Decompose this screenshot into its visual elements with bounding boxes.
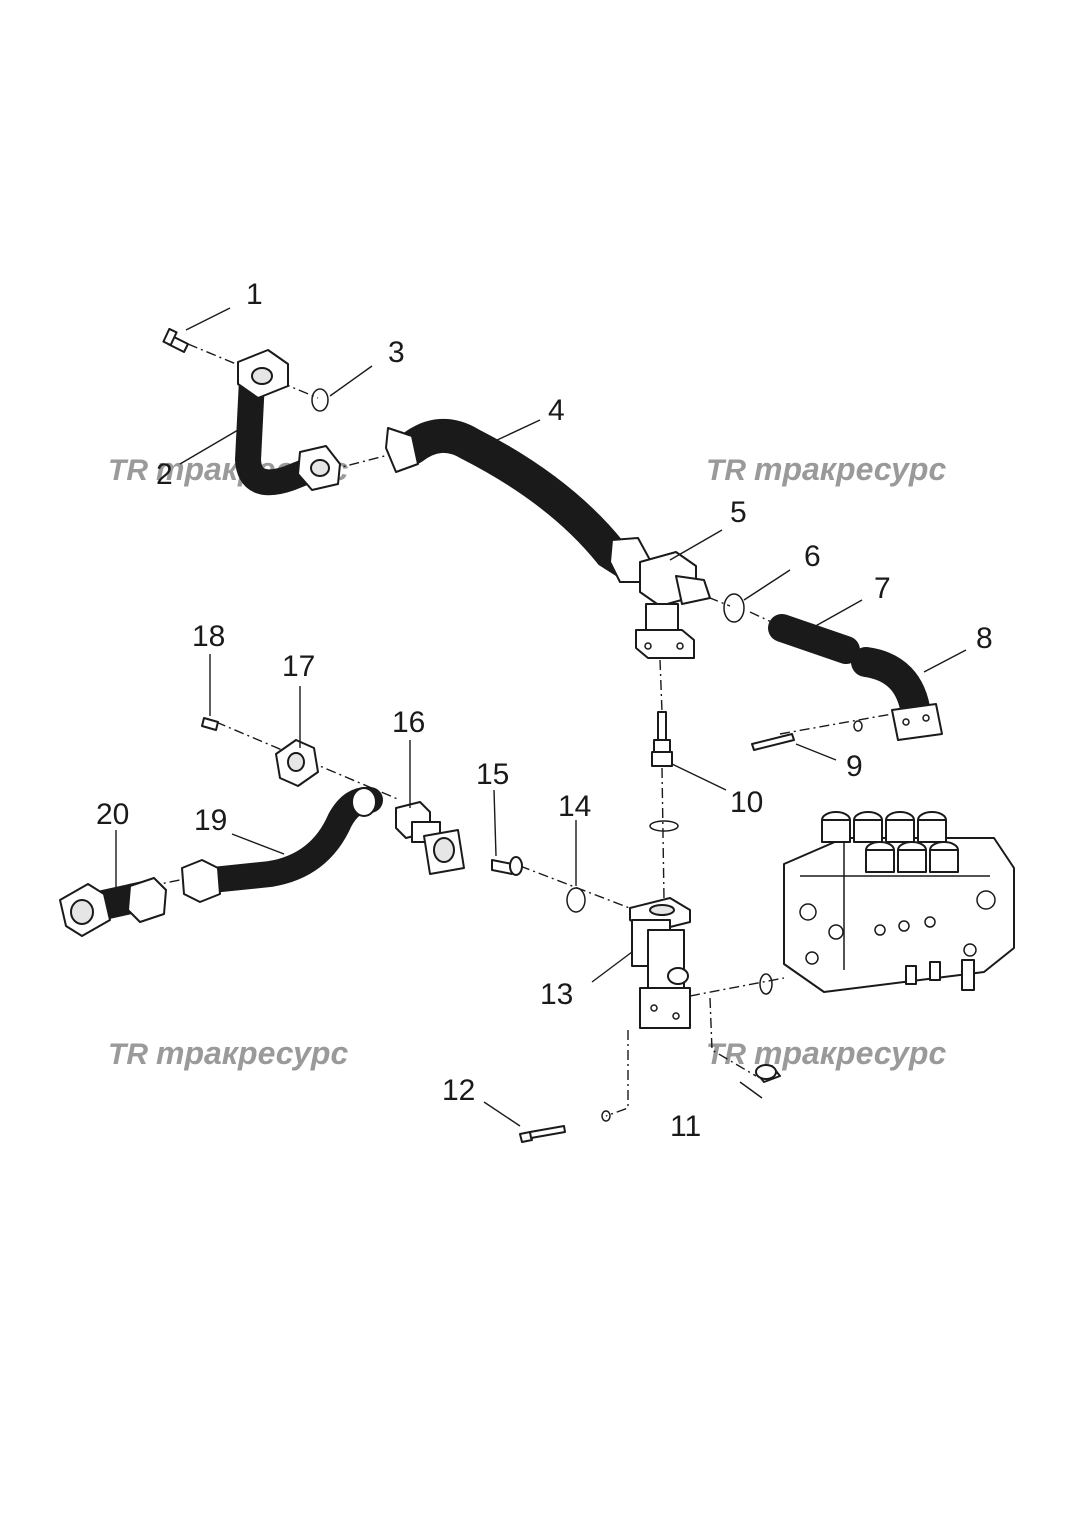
callout-1: 1 bbox=[246, 278, 263, 311]
part-15-fitting bbox=[491, 856, 523, 876]
watermark-logo: TR bbox=[108, 454, 148, 487]
callout-13: 13 bbox=[540, 978, 573, 1011]
control-valve-assembly bbox=[783, 811, 1015, 993]
callout-3: 3 bbox=[388, 336, 405, 369]
part-11-plug bbox=[755, 1064, 781, 1083]
part-18-bolt bbox=[201, 717, 219, 731]
watermark-logo: TR bbox=[108, 1038, 148, 1071]
callout-17: 17 bbox=[282, 650, 315, 683]
watermark-top-right: TR тракресурс bbox=[706, 451, 946, 487]
callout-14: 14 bbox=[558, 790, 591, 823]
watermark-bottom-left: TR тракресурс bbox=[108, 1035, 348, 1071]
callout-16: 16 bbox=[392, 706, 425, 739]
part-2-pipe-elbow bbox=[234, 349, 341, 496]
callout-15: 15 bbox=[476, 758, 509, 791]
callout-6: 6 bbox=[804, 540, 821, 573]
part-9-bolt bbox=[751, 720, 863, 751]
part-1-bolt bbox=[162, 327, 189, 353]
watermark-text: тракресурс bbox=[156, 1035, 348, 1071]
watermark-bottom-right: TR тракресурс bbox=[706, 1035, 946, 1071]
callout-20: 20 bbox=[96, 798, 129, 831]
part-12-bolt bbox=[519, 1110, 611, 1143]
callout-11: 11 bbox=[670, 1110, 701, 1143]
callout-labels: 1 2 3 4 5 6 7 8 9 10 11 12 13 14 15 16 1… bbox=[96, 278, 993, 1143]
valve-ports bbox=[799, 890, 996, 965]
leader-lines bbox=[115, 307, 967, 1127]
part-5-block-fitting bbox=[635, 551, 711, 659]
callout-19: 19 bbox=[194, 804, 227, 837]
valve-solenoids bbox=[821, 811, 959, 873]
part-6-clamp bbox=[723, 593, 745, 623]
callout-5: 5 bbox=[730, 496, 747, 529]
part-20-straight-pipe bbox=[59, 877, 167, 937]
watermark-text: тракресурс bbox=[754, 1035, 946, 1071]
part-4-hose bbox=[385, 418, 651, 583]
callout-10: 10 bbox=[730, 786, 763, 819]
callout-2: 2 bbox=[156, 458, 173, 491]
part-7-short-hose bbox=[768, 614, 860, 664]
part-13-manifold bbox=[629, 897, 691, 1029]
callout-18: 18 bbox=[192, 620, 225, 653]
part-19-pipe bbox=[181, 786, 383, 903]
callout-8: 8 bbox=[976, 622, 993, 655]
watermark-text: тракресурс bbox=[754, 451, 946, 487]
callout-9: 9 bbox=[846, 750, 863, 783]
part-10-fitting bbox=[649, 711, 679, 832]
part-17-split-flange bbox=[275, 739, 319, 787]
callout-12: 12 bbox=[442, 1074, 475, 1107]
part-14-o-ring bbox=[566, 887, 773, 995]
callout-7: 7 bbox=[874, 572, 891, 605]
part-8-elbow bbox=[851, 647, 943, 741]
callout-4: 4 bbox=[548, 394, 565, 427]
part-16-flange-adapter bbox=[395, 801, 465, 875]
part-3-o-ring bbox=[311, 388, 329, 412]
watermark-logo: TR bbox=[706, 454, 746, 487]
